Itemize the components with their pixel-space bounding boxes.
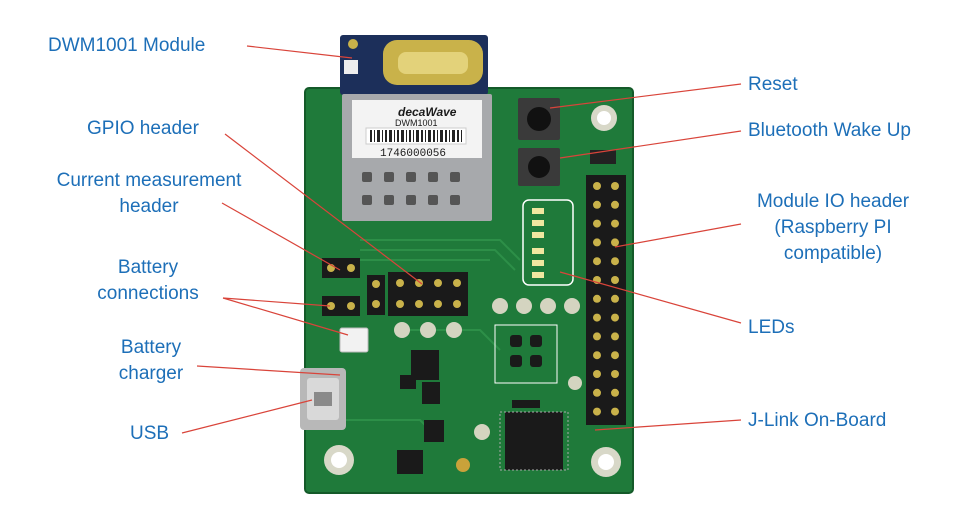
- io-header-pin: [593, 238, 601, 247]
- io-header-pin: [593, 370, 601, 378]
- led-group: [532, 208, 544, 278]
- io-header-pin: [593, 351, 601, 360]
- io-header-pin: [611, 407, 619, 416]
- io-header-pins: [593, 182, 619, 416]
- label-line: compatible): [783, 243, 883, 264]
- current-measurement-header: [322, 258, 360, 278]
- io-header-pin: [611, 200, 619, 209]
- io-header-pin: [611, 238, 619, 247]
- label-line: charger: [118, 363, 184, 384]
- io-header-pin: [611, 332, 619, 341]
- battery-jst-connector: [339, 327, 369, 353]
- module-brand-text: decaWave: [398, 105, 457, 119]
- leader-lines: [181, 45, 742, 434]
- io-header-pin: [593, 294, 601, 303]
- io-header-pin: [593, 388, 601, 397]
- label-gpio-header: GPIO header: [87, 118, 199, 139]
- label-battery-charger: Battery charger: [106, 335, 196, 387]
- label-current-measurement-header: Current measurement header: [38, 168, 260, 220]
- mounting-holes: [324, 105, 621, 477]
- label-battery-connections: Battery connections: [85, 255, 211, 307]
- io-header-pin: [611, 313, 619, 322]
- io-header-pin: [593, 182, 601, 190]
- gpio-header-pins: [396, 279, 461, 308]
- io-header-pin: [611, 219, 619, 228]
- io-header-pin: [611, 257, 619, 266]
- module-shield-holes: [362, 172, 460, 205]
- io-header-pin: [593, 200, 601, 209]
- module-serial-text: 1746000056: [380, 148, 446, 160]
- io-header-pin: [593, 407, 601, 416]
- io-header-pin: [611, 276, 619, 284]
- io-header-pin: [611, 388, 619, 397]
- label-line: Current measurement: [56, 170, 242, 191]
- label-module-io-header: Module IO header (Raspberry PI compatibl…: [738, 189, 928, 267]
- io-header-pin: [593, 219, 601, 228]
- label-jlink-onboard: J-Link On-Board: [748, 410, 887, 431]
- io-header-pin: [593, 313, 601, 322]
- led-cluster-outline: [522, 199, 574, 286]
- label-bluetooth-wake-up: Bluetooth Wake Up: [748, 120, 911, 141]
- jlink-mcu: [505, 412, 563, 470]
- label-line: Battery: [117, 257, 179, 278]
- label-line: Module IO header: [756, 191, 910, 212]
- label-reset: Reset: [748, 74, 798, 95]
- test-pads: [394, 298, 582, 440]
- io-header-pin: [593, 257, 601, 266]
- io-header-block: [586, 175, 626, 425]
- io-header-pin: [611, 351, 619, 360]
- io-header-pin: [593, 332, 601, 341]
- battery-terminal-pins: [322, 296, 360, 316]
- io-header-pin: [611, 182, 619, 190]
- module-model-text: DWM1001: [395, 118, 438, 128]
- label-leds: LEDs: [748, 317, 795, 338]
- label-line: (Raspberry PI: [774, 217, 892, 238]
- gpio-header-block: [388, 272, 468, 316]
- io-header-pin: [611, 294, 619, 303]
- label-line: header: [119, 196, 179, 217]
- label-line: Battery: [120, 337, 182, 358]
- io-header-pin: [611, 370, 619, 378]
- label-dwm1001-module: DWM1001 Module: [48, 35, 206, 56]
- label-usb: USB: [130, 423, 170, 444]
- label-line: connections: [97, 283, 199, 304]
